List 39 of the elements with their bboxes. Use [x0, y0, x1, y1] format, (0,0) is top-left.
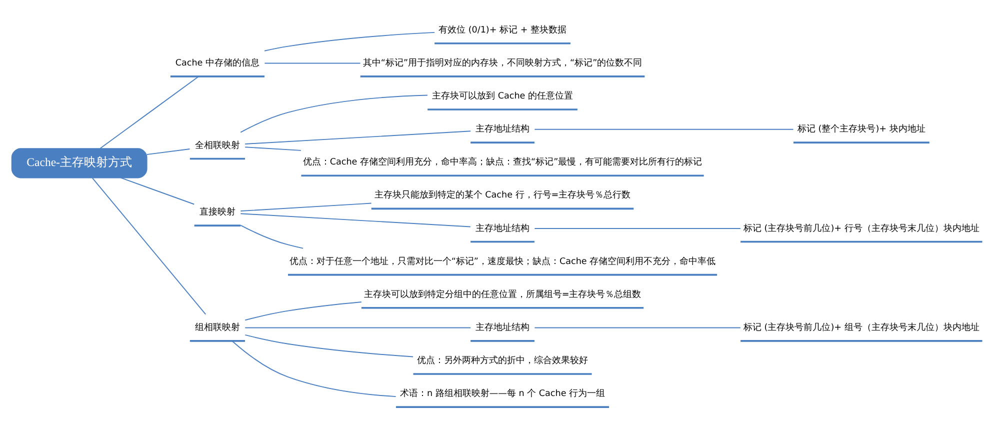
node-text: 主存块只能放到特定的某个 Cache 行，行号=主存块号％总行数 [374, 190, 631, 201]
connector [240, 224, 304, 249]
node-text: 优点：对于任意一个地址，只需对比一个“标记”，速度最快；缺点：Cache 存储空间利用不充分，命中率低 [289, 256, 716, 267]
node-text: 组相联映射 [194, 322, 240, 333]
connector [240, 202, 372, 212]
node-text: 优点：另外两种方式的折中，综合效果较好 [417, 356, 588, 366]
node-box: Cache-主存映射方式 [11, 148, 148, 178]
node-text: 优点：Cache 存储空间利用充分，命中率高；缺点：查找“标记”最慢，有可能需要对比所有行的标记 [302, 158, 702, 168]
node-text: 主存块可以放到特定分组中的任意位置，所属组号=主存块号％总组数 [364, 290, 642, 300]
connector [244, 334, 414, 358]
connector [120, 177, 195, 205]
connector [264, 62, 361, 64]
node-text: 全相联映射 [194, 140, 240, 151]
connector [534, 327, 741, 328]
connector [244, 146, 302, 151]
connector [244, 302, 362, 321]
connector [100, 76, 199, 149]
node-text: 标记 (主存块号前几位)+ 组号（主存块号末几位）块内地址 [743, 322, 980, 333]
node-text: 主存地址结构 [476, 124, 530, 135]
connector [534, 228, 741, 229]
node-text: 有效位 (0/1)+ 标记 + 整块数据 [438, 25, 566, 36]
connector [146, 148, 190, 155]
connector [244, 130, 472, 144]
connector [92, 178, 206, 315]
connector [232, 340, 396, 398]
node-text: 主存地址结构 [476, 322, 530, 333]
node-text: 标记 (主存块号前几位)+ 行号（主存块号末几位）块内地址 [743, 224, 980, 234]
connector [240, 94, 428, 133]
node-text: 术语：n 路组相联映射——每 n 个 Cache 行为一组 [400, 389, 606, 400]
connector [240, 213, 471, 228]
node-text: 标记 (整个主存块号)+ 块内地址 [797, 124, 926, 135]
node-text: 主存地址结构 [476, 224, 530, 234]
node-text: 直接映射 [199, 208, 236, 218]
connector [534, 128, 794, 130]
connector [264, 32, 435, 52]
connector [244, 327, 472, 328]
node-text: 主存块可以放到 Cache 的任意位置 [432, 92, 573, 102]
node-text: Cache 中存储的信息 [175, 58, 260, 68]
node-text: 其中“标记”用于指明对应的内存块，不同映射方式，“标记”的位数不同 [362, 58, 642, 68]
